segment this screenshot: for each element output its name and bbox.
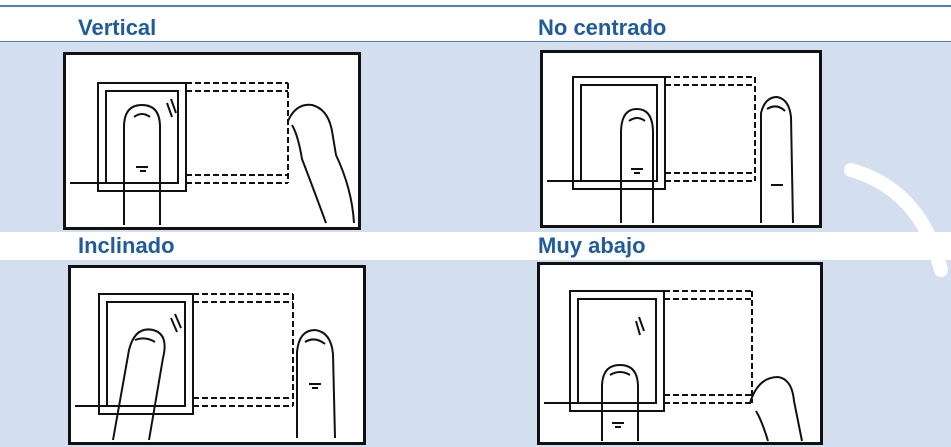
finger-too-low-icon	[544, 290, 803, 442]
row-header-2	[0, 232, 951, 260]
illustration-inclinado	[68, 265, 366, 445]
finger-not-centered-icon	[547, 76, 794, 224]
illustration-no-centrado	[540, 50, 822, 228]
header-rule	[0, 41, 951, 42]
illustration-vertical	[63, 52, 361, 230]
decorative-arc-icon	[844, 163, 948, 277]
table-top-rule	[0, 5, 951, 7]
label-muy-abajo: Muy abajo	[538, 233, 646, 258]
finger-on-scanner-vertical-icon	[70, 82, 355, 225]
label-vertical: Vertical	[78, 15, 157, 40]
finger-tilted-icon	[75, 293, 336, 441]
label-inclinado: Inclinado	[78, 233, 175, 258]
label-no-centrado: No centrado	[538, 15, 667, 40]
illustration-muy-abajo	[537, 262, 823, 445]
